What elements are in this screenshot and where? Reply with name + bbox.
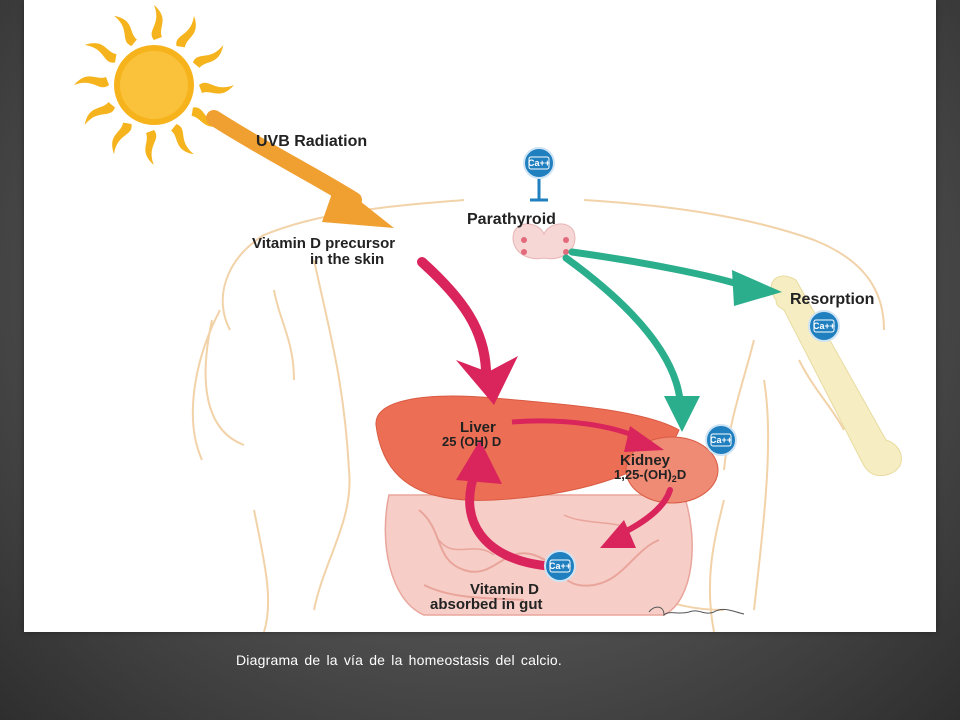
body-outline: [191, 199, 885, 632]
uvb-arrow: [206, 110, 394, 228]
artist-signature: [648, 606, 745, 617]
parathyroid-to-kidney-arrow: [562, 254, 700, 432]
parathyroid-to-bone-arrow: [568, 248, 782, 306]
diagram-panel: Ca++ Ca++ Ca++ Ca++ UVB Radiation Parath…: [24, 0, 936, 632]
calcium-badge-parathyroid: Ca++: [523, 147, 555, 179]
slide-caption: Diagrama de la vía de la homeostasis del…: [236, 652, 562, 668]
inhibition-connector: [530, 176, 548, 202]
gut-label-line2: absorbed in gut: [430, 596, 543, 613]
liver-label: Liver: [460, 419, 496, 436]
liver-metabolite-label: 25 (OH) D: [442, 434, 501, 449]
precursor-label-line2: in the skin: [310, 251, 384, 268]
parathyroid-label: Parathyroid: [467, 211, 556, 228]
precursor-label-line1: Vitamin D precursor: [252, 235, 395, 252]
gut-to-liver-arrow: [456, 440, 553, 571]
kidney-label: Kidney: [620, 452, 671, 469]
bone: [770, 275, 902, 477]
sun-icon: [74, 5, 234, 165]
parathyroid-gland: [512, 223, 576, 260]
liver-to-kidney-arrow: [511, 418, 664, 452]
calcium-badge-gut: Ca++: [544, 550, 576, 582]
liver: [375, 395, 680, 501]
kidney-to-gut-arrow: [600, 487, 673, 548]
calcium-homeostasis-diagram: Ca++ Ca++ Ca++ Ca++ UVB Radiation Parath…: [74, 5, 902, 632]
svg-text:Ca++: Ca++: [813, 321, 835, 331]
skin-to-liver-arrow: [417, 257, 518, 405]
svg-text:Ca++: Ca++: [528, 158, 550, 168]
svg-text:Ca++: Ca++: [710, 435, 732, 445]
resorption-label: Resorption: [790, 291, 874, 308]
svg-text:Ca++: Ca++: [549, 561, 571, 571]
calcium-badge-resorption: Ca++: [808, 310, 840, 342]
uvb-label: UVB Radiation: [256, 133, 367, 150]
gut-label-line1: Vitamin D: [470, 581, 539, 598]
kidney: [625, 436, 719, 504]
kidney-metabolite-label: 1,25-(OH)2D: [614, 467, 686, 484]
calcium-badge-kidney: Ca++: [705, 424, 737, 456]
